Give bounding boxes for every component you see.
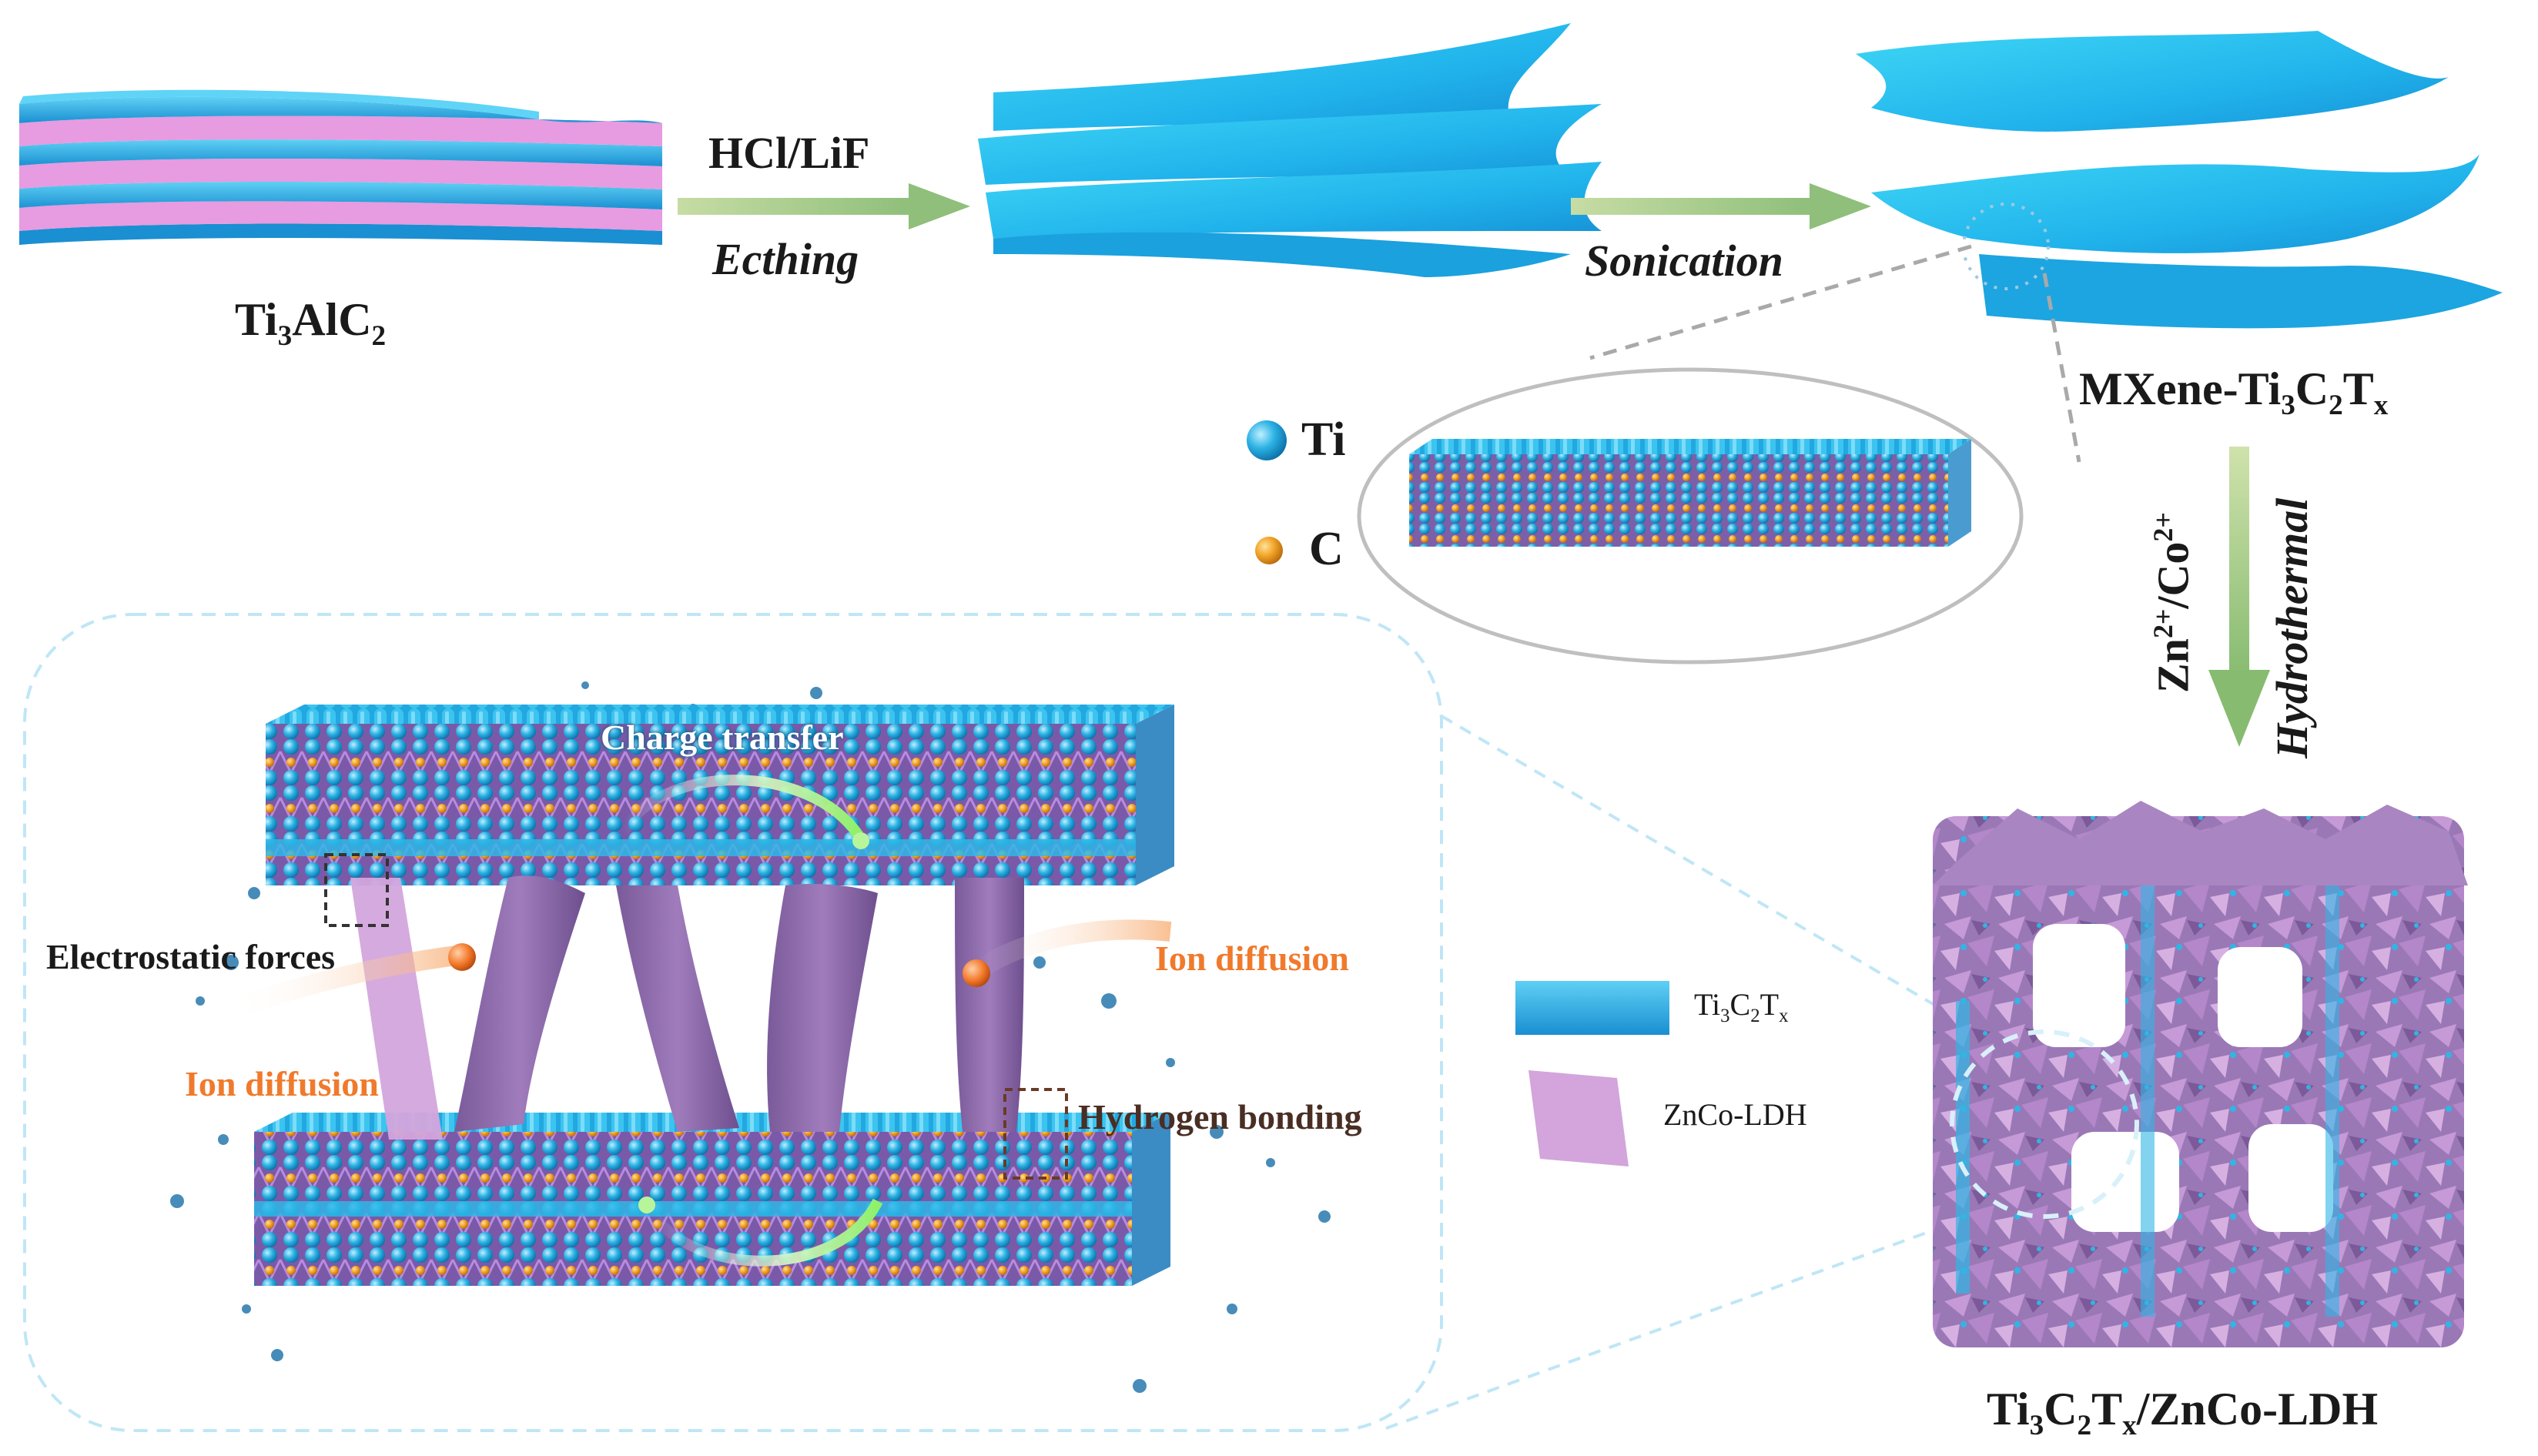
ion-precursor-label: Zn2+/Co2+ — [2148, 512, 2198, 693]
ti-atom-legend-sphere — [1247, 420, 1287, 460]
charge-transfer-dot-top — [852, 832, 869, 849]
ldh-pillar-1 — [454, 875, 585, 1132]
reagent-label: HCl/LiF — [708, 128, 870, 178]
callout-line-left — [1589, 244, 1972, 360]
ldh-pillar-4 — [955, 878, 1024, 1132]
c-atom-legend-sphere — [1255, 537, 1283, 564]
legend-label-znco-ldh: ZnCo-LDH — [1663, 1097, 1807, 1132]
hydrogen-bonding-label: Hydrogen bonding — [1078, 1097, 1362, 1136]
legend-swatch-znco-ldh — [1528, 1070, 1629, 1166]
ion-diffusion-trail-right — [972, 919, 1172, 979]
hydrothermal-label: Hydrothermal — [2267, 497, 2317, 758]
panel-link-line-bottom — [1385, 1215, 1972, 1430]
callout-line-right — [2042, 273, 2081, 463]
arrow-sonication — [1571, 183, 1871, 229]
mxene-exfoliated-sheets — [1856, 31, 2503, 329]
arrow-hydrothermal — [2208, 447, 2270, 747]
ldh-nanosheet-pillars — [350, 875, 1024, 1140]
ldh-pillar-light — [350, 878, 443, 1140]
arrow-etching — [678, 183, 970, 229]
etched-multilayer-sheets — [978, 23, 1602, 277]
ion-sphere-right — [963, 959, 990, 987]
legend-label-ti3c2tx: Ti3C2Tx — [1694, 987, 1789, 1026]
ldh-pillar-2 — [616, 885, 739, 1132]
c-atom-label: C — [1309, 523, 1344, 575]
ti3alc2-label: Ti3AlC2 — [235, 294, 387, 352]
ti3alc2-layered-stack — [19, 89, 662, 245]
ldh-pillar-3 — [767, 884, 878, 1132]
charge-transfer-dot-bottom — [638, 1197, 655, 1213]
ion-diffusion-trail-left — [227, 945, 464, 1019]
electrolyte-splash — [170, 681, 1331, 1393]
electrostatic-marker-box — [324, 853, 389, 927]
mechanism-panel-border — [23, 613, 1443, 1432]
electrostatic-forces-label: Electrostatic forces — [46, 937, 336, 976]
ti3c2tx-znco-ldh-composite — [1933, 801, 2468, 1347]
etching-label: Ecthing — [712, 234, 859, 284]
ion-diffusion-label-right: Ion diffusion — [1155, 939, 1349, 978]
mxene-block-top — [266, 705, 1174, 885]
charge-transfer-arc-top — [618, 775, 863, 839]
ion-sphere-left — [448, 943, 476, 971]
mxene-label: MXene-Ti3C2Tx — [2079, 363, 2389, 421]
charge-transfer-label: Charge transfer — [601, 718, 844, 757]
atomic-structure-callout — [1357, 367, 2024, 664]
atomic-layer-stack — [1409, 439, 1971, 547]
hydrogen-bond-marker-box — [1003, 1088, 1068, 1180]
charge-transfer-arc-bottom — [650, 1198, 883, 1267]
composite-label: Ti3C2Tx/ZnCo-LDH — [1987, 1384, 2379, 1441]
legend-swatch-ti3c2tx — [1515, 981, 1669, 1035]
sonication-label: Sonication — [1585, 236, 1783, 286]
ion-diffusion-label-left: Ion diffusion — [185, 1064, 379, 1103]
ti-atom-label: Ti — [1301, 413, 1346, 466]
